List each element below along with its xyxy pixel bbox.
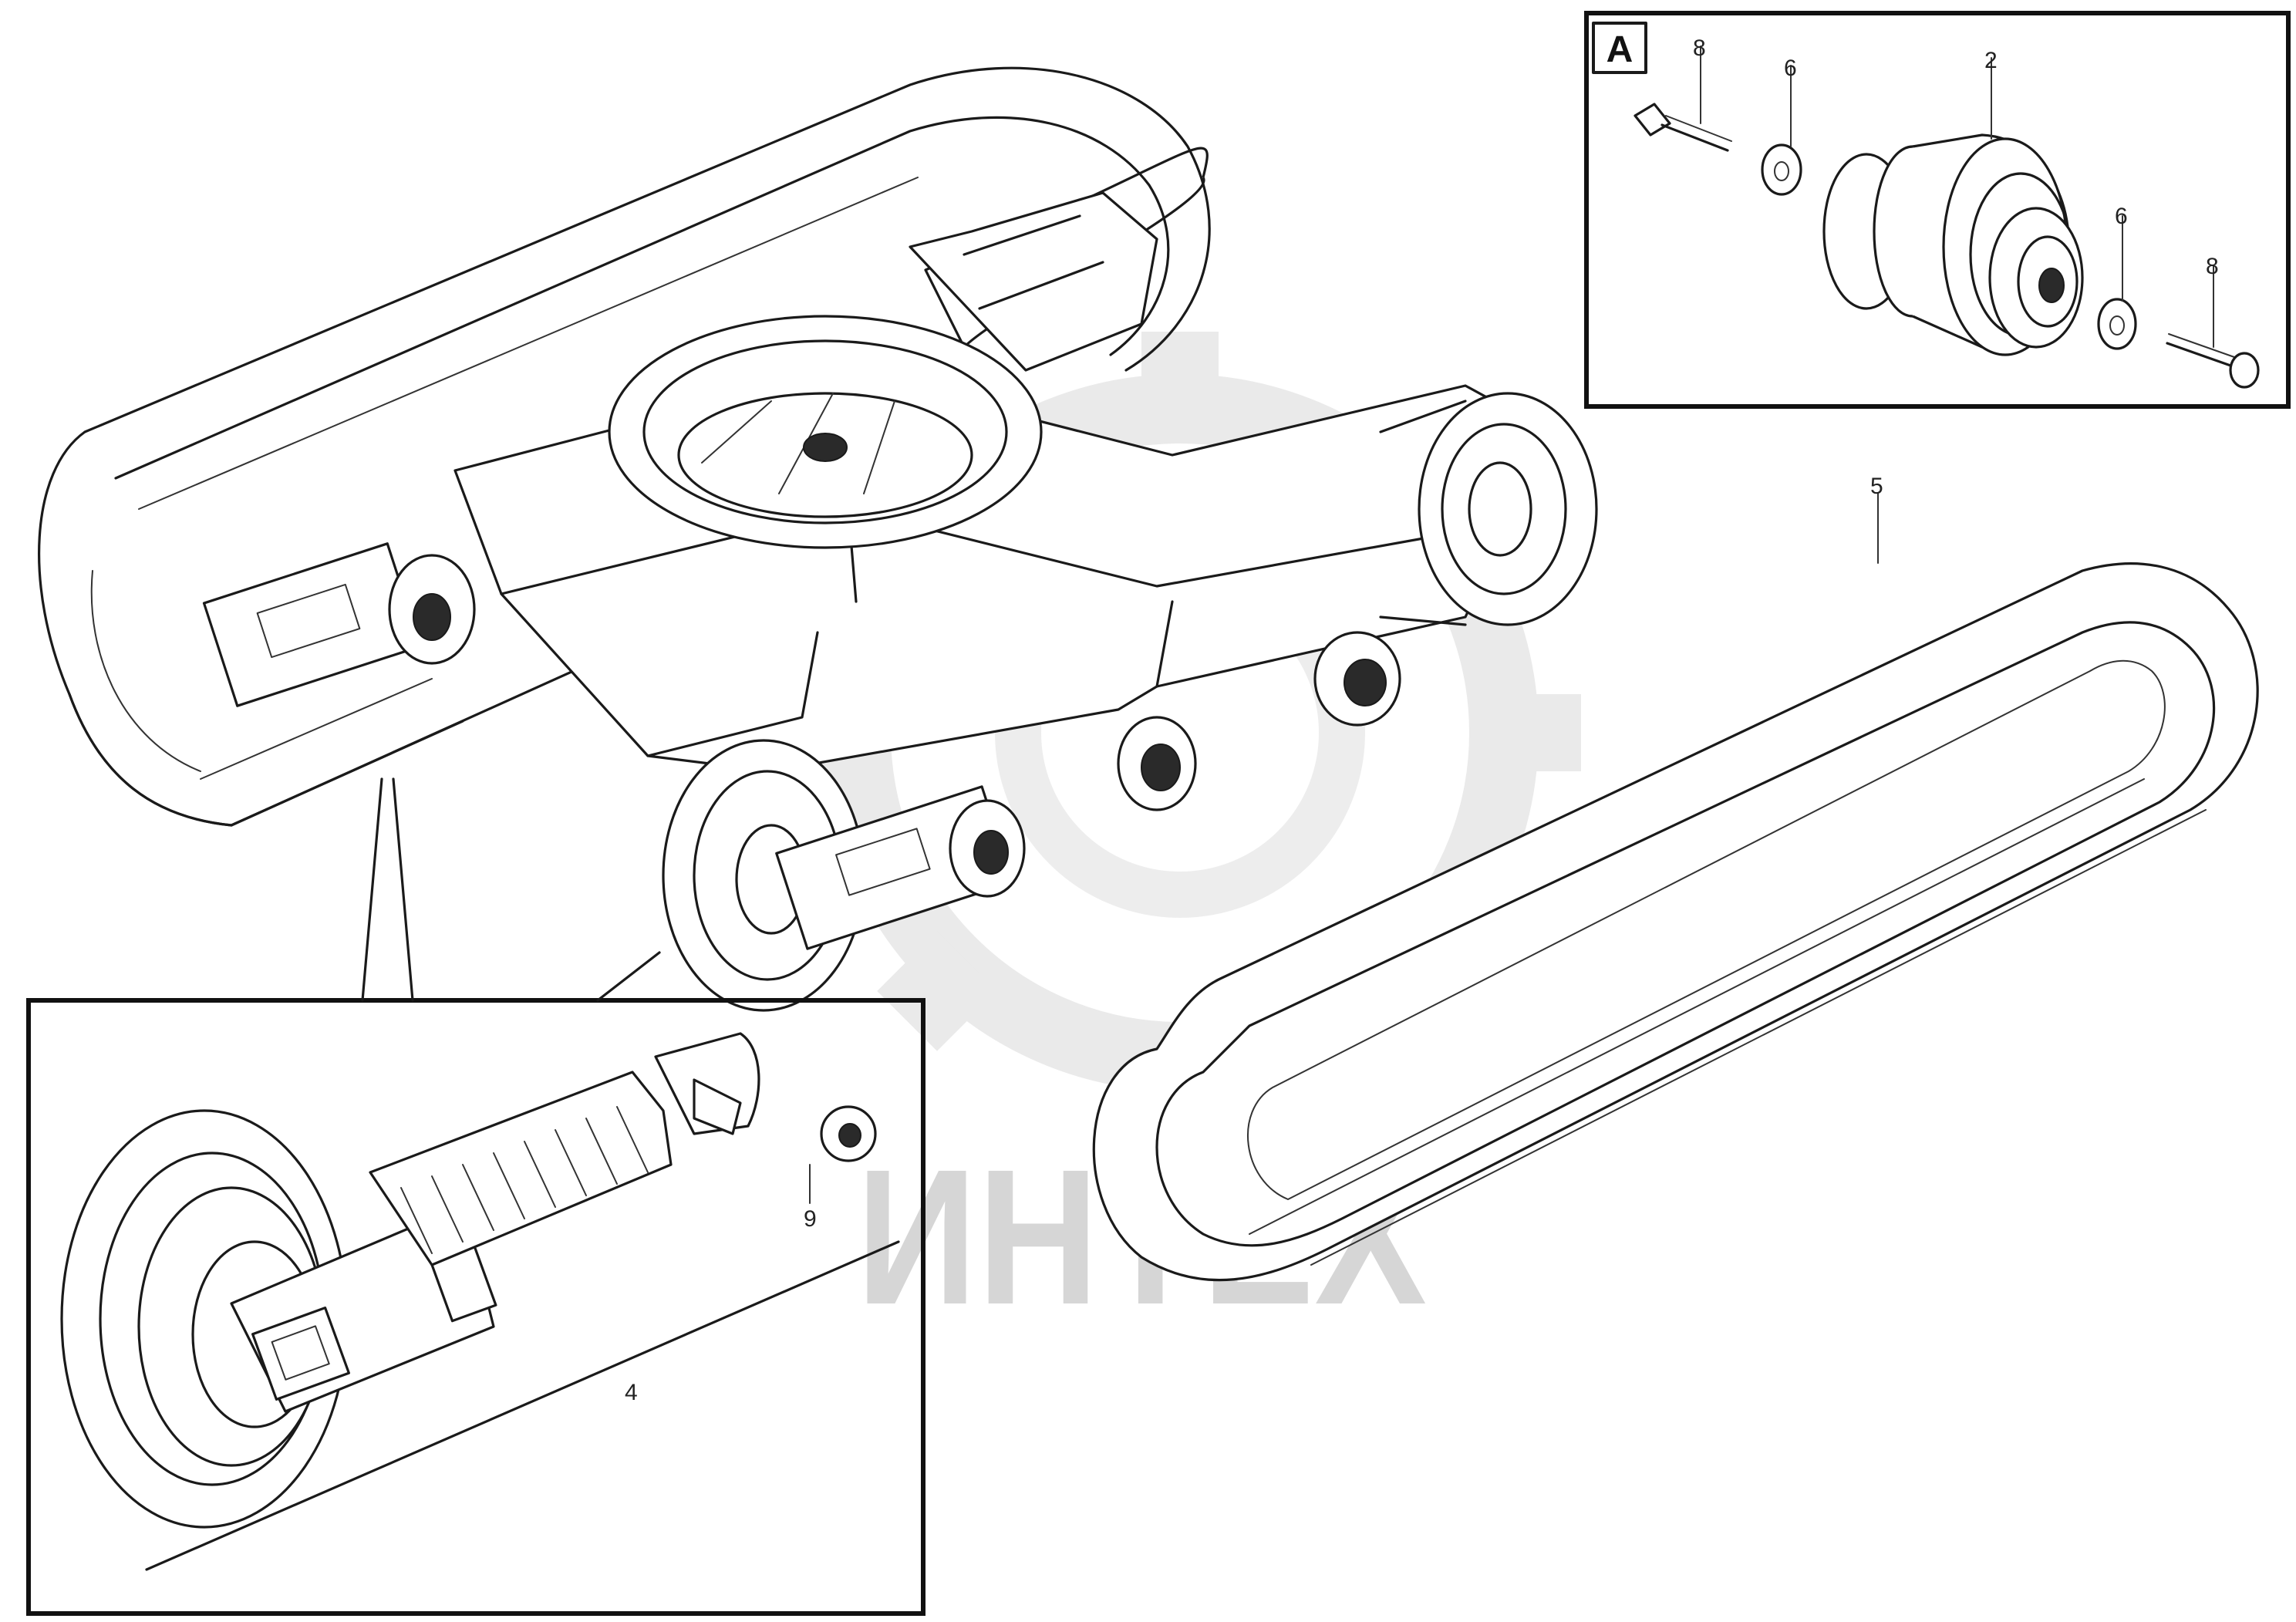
center-frame [453,315,1598,1012]
detail-idler-frame [26,998,925,1616]
detail-a-panel: A [1584,11,2291,409]
idler-wheel [60,1109,349,1529]
callout-a-bolt-right: 8 [2206,254,2219,279]
leader-line-front [596,951,661,1002]
detail-a-label: A [1607,29,1633,70]
detail-a-label-box [1592,22,1647,74]
callout-bottom-nut: 9 [804,1206,817,1232]
callout-track: 5 [1870,474,1883,499]
track-roller-mid [1117,716,1197,811]
leader-line-left-b [392,777,414,1002]
detail-idler-panel: 9 4 [26,777,925,1616]
front-idler-wheel [662,739,1026,1012]
track-tensioner [230,1032,760,1413]
callout-track-group: 5 [1870,474,1883,564]
detail-a-frame [1584,11,2291,409]
callout-a-washer-right: 6 [2115,204,2128,229]
callout-a-roller: 2 [1984,48,1998,73]
right-track-belt [1092,562,2259,1282]
detail-a-washer-right [2097,215,2137,350]
leader-line-left-a [361,777,383,1002]
track-roller-right [1313,631,1401,727]
detail-a-track-roller [1822,57,2084,356]
tensioner-nut [809,1105,877,1204]
callout-a-washer: 6 [1784,56,1797,81]
callout-bottom-idler: 4 [625,1380,638,1405]
leader-line-idler [145,1240,900,1571]
detail-a-bolt-left [1633,46,1732,152]
callout-a-bolt: 8 [1693,35,1706,61]
detail-a-washer-left [1761,65,1802,196]
drive-motor-drum [1418,392,1598,626]
detail-a-bolt-right [2166,265,2260,389]
